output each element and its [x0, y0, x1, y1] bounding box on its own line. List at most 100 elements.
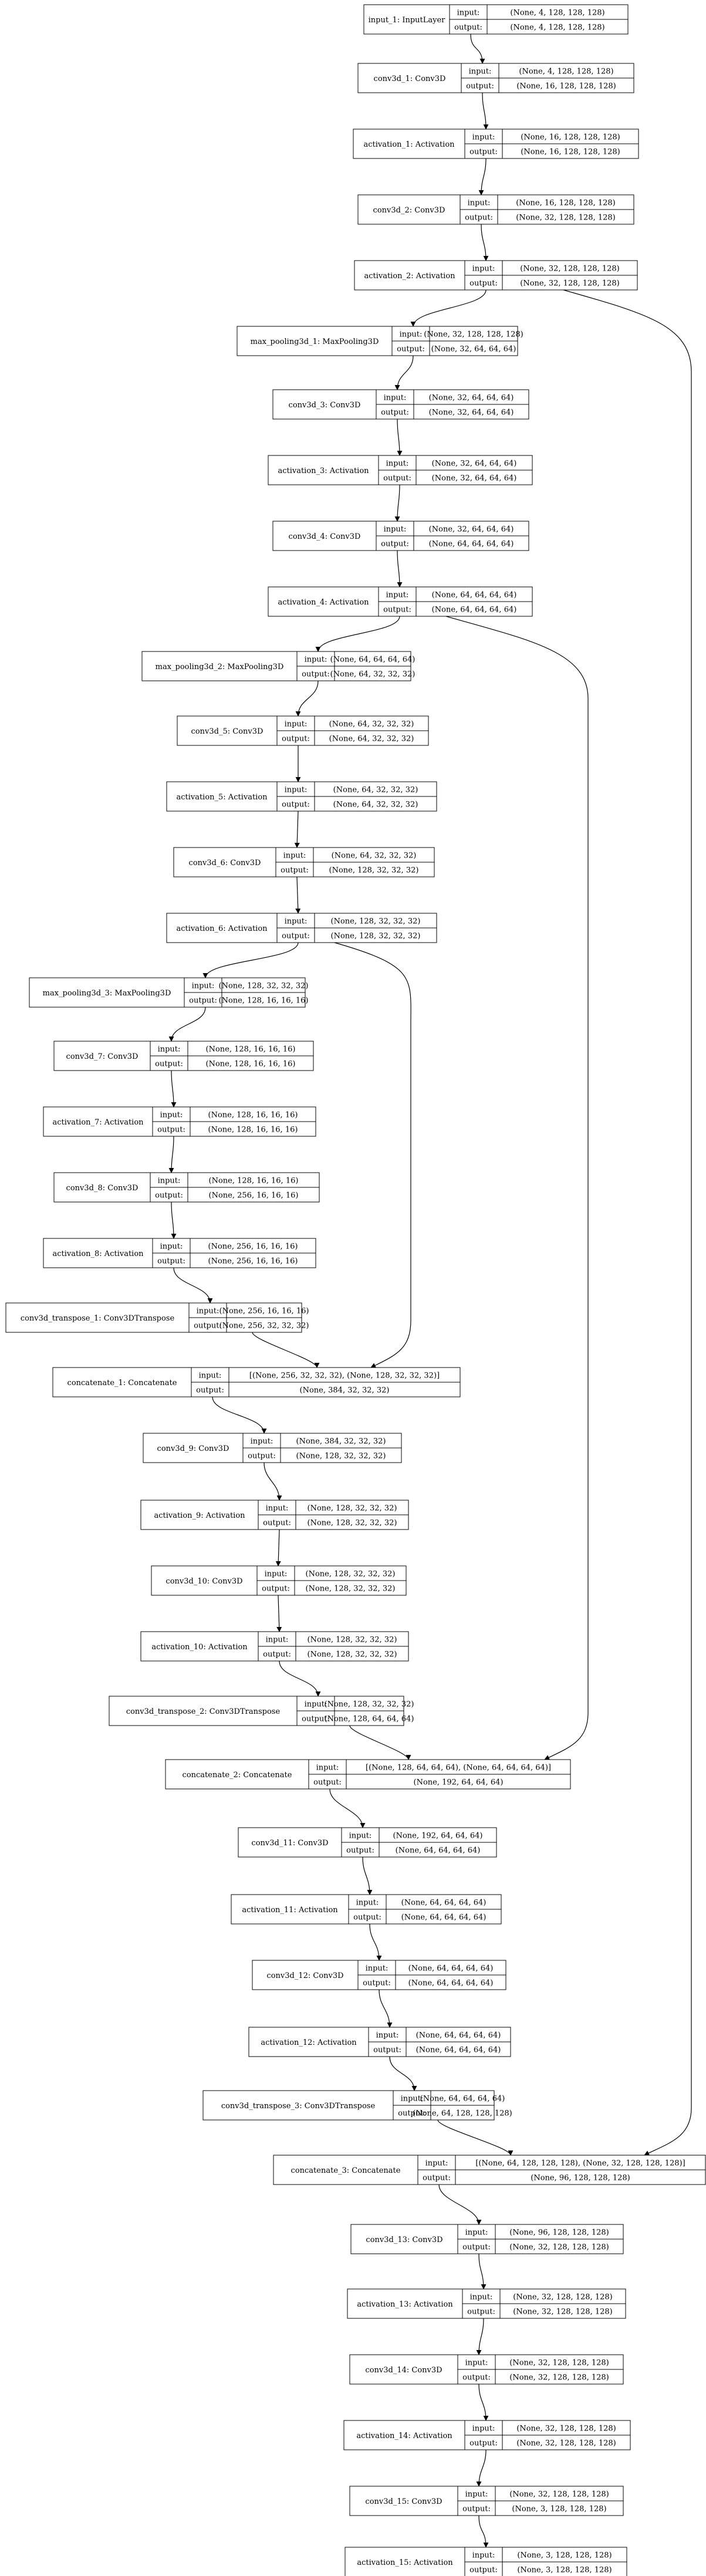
port-input-label: input:: [197, 1307, 219, 1316]
edge-arrow: [275, 1529, 281, 1566]
layer-node: activation_10: Activationinput:output:(N…: [140, 1631, 409, 1662]
edge-arrow: [294, 811, 300, 848]
edge-arrow: [168, 1007, 206, 1042]
input-shape: (None, 128, 32, 32, 32): [325, 1700, 414, 1709]
input-shape: (None, 384, 32, 32, 32): [296, 1437, 386, 1446]
port-output-label: output:: [381, 540, 409, 549]
node-label: activation_8: Activation: [52, 1250, 144, 1258]
node-label: conv3d_transpose_2: Conv3DTranspose: [126, 1707, 281, 1716]
node-label: concatenate_3: Concatenate: [291, 2166, 401, 2175]
input-shape: (None, 128, 32, 32, 32): [306, 1570, 396, 1579]
node-label: conv3d_3: Conv3D: [289, 401, 361, 410]
output-shape: (None, 128, 16, 16, 16): [208, 1126, 298, 1135]
port-input-label: input:: [285, 786, 308, 795]
port-input-label: input:: [468, 199, 491, 208]
output-shape: (None, 128, 32, 32, 32): [308, 1519, 397, 1528]
edge-arrow: [478, 2515, 489, 2548]
input-shape: (None, 64, 32, 32, 32): [329, 720, 414, 729]
edge-arrow: [168, 1136, 174, 1173]
port-output-label: output:: [466, 82, 494, 91]
layer-node: activation_8: Activationinput:output:(No…: [43, 1238, 316, 1268]
output-shape: (None, 128, 16, 16, 16): [219, 997, 309, 1005]
layer-node: activation_4: Activationinput:output:(No…: [268, 586, 533, 617]
node-label: conv3d_8: Conv3D: [66, 1184, 139, 1193]
input-shape: (None, 128, 16, 16, 16): [206, 1045, 296, 1054]
input-shape: [(None, 128, 64, 64, 64), (None, 64, 64,…: [366, 1764, 551, 1773]
node-label: conv3d_7: Conv3D: [66, 1052, 139, 1061]
port-input-label: input:: [158, 1045, 181, 1054]
node-label: conv3d_15: Conv3D: [365, 2497, 442, 2506]
port-output-label: output:: [381, 408, 409, 417]
port-input-label: input:: [160, 1243, 183, 1251]
port-output-label: output:: [398, 2109, 426, 2118]
edge-arrow: [563, 289, 692, 2156]
port-output-label: output:: [282, 801, 310, 809]
port-input-label: input:: [384, 525, 407, 534]
output-shape: (None, 128, 16, 16, 16): [206, 1060, 296, 1069]
input-shape: (None, 32, 64, 64, 64): [429, 525, 514, 534]
port-input-label: input:: [366, 1964, 389, 1973]
output-shape: (None, 32, 128, 128, 128): [509, 2243, 609, 2252]
node-label: conv3d_11: Conv3D: [251, 1839, 328, 1848]
node-label: activation_10: Activation: [151, 1643, 248, 1652]
port-output-label: output:: [465, 214, 493, 222]
port-input-label: input:: [158, 1177, 181, 1186]
node-label: max_pooling3d_1: MaxPooling3D: [251, 337, 379, 346]
layer-node: max_pooling3d_1: MaxPooling3Dinput:outpu…: [237, 326, 523, 356]
layer-node: concatenate_2: Concatenateinput:output:[…: [165, 1759, 571, 1790]
edge-arrow: [476, 2449, 487, 2487]
output-shape: (None, 3, 128, 128, 128): [517, 2566, 612, 2575]
output-shape: (None, 16, 128, 128, 128): [516, 82, 616, 91]
port-input-label: input:: [472, 2425, 495, 2433]
port-output-label: output:: [346, 1846, 374, 1855]
output-shape: (None, 32, 64, 64, 64): [431, 345, 516, 354]
layer-node: max_pooling3d_3: MaxPooling3Dinput:outpu…: [29, 977, 309, 1008]
input-shape: (None, 32, 64, 64, 64): [429, 394, 514, 403]
input-shape: [(None, 64, 128, 128, 128), (None, 32, 1…: [475, 2159, 685, 2168]
output-shape: (None, 4, 128, 128, 128): [510, 23, 604, 32]
layer-node: max_pooling3d_2: MaxPooling3Dinput:outpu…: [141, 651, 415, 681]
node-label: activation_5: Activation: [176, 793, 268, 802]
input-shape: (None, 32, 128, 128, 128): [509, 2359, 609, 2368]
port-input-label: input:: [356, 1899, 379, 1907]
input-shape: (None, 64, 64, 64, 64): [432, 591, 517, 600]
layer-node: activation_1: Activationinput:output:(No…: [353, 129, 639, 159]
edge-arrow: [252, 1332, 320, 1368]
node-label: conv3d_1: Conv3D: [374, 75, 446, 83]
input-shape: (None, 4, 128, 128, 128): [519, 67, 613, 76]
input-shape: (None, 128, 32, 32, 32): [219, 982, 309, 991]
edge-arrow: [202, 942, 299, 978]
edge-arrow: [334, 942, 411, 1368]
node-label: conv3d_4: Conv3D: [289, 532, 361, 541]
port-input-label: input:: [266, 1636, 289, 1645]
output-shape: (None, 64, 64, 64, 64): [432, 606, 517, 615]
layer-node: conv3d_transpose_2: Conv3DTransposeinput…: [109, 1696, 414, 1726]
port-input-label: input:: [265, 1570, 288, 1579]
layer-node: activation_12: Activationinput:output:(N…: [248, 2027, 511, 2057]
port-input-label: input:: [400, 330, 423, 339]
port-output-label: output:: [263, 1519, 291, 1528]
output-shape: (None, 3, 128, 128, 128): [512, 2505, 606, 2514]
node-box: [141, 651, 411, 681]
input-shape: (None, 3, 128, 128, 128): [517, 2551, 612, 2560]
output-shape: (None, 64, 64, 64, 64): [401, 1913, 487, 1922]
node-label: conv3d_13: Conv3D: [366, 2236, 442, 2244]
node-label: activation_11: Activation: [242, 1906, 338, 1915]
edge-arrow: [264, 1462, 282, 1501]
edge-arrow: [478, 2383, 489, 2421]
input-shape: (None, 32, 128, 128, 128): [513, 2293, 612, 2302]
port-output-label: output:: [462, 2505, 491, 2514]
port-output-label: output:: [363, 1979, 391, 1988]
output-shape: (None, 64, 64, 64, 64): [416, 2046, 501, 2055]
node-label: conv3d_transpose_3: Conv3DTranspose: [221, 2102, 376, 2111]
input-shape: (None, 16, 128, 128, 128): [516, 199, 615, 208]
input-shape: (None, 256, 16, 16, 16): [219, 1307, 309, 1316]
node-label: activation_7: Activation: [52, 1118, 144, 1127]
